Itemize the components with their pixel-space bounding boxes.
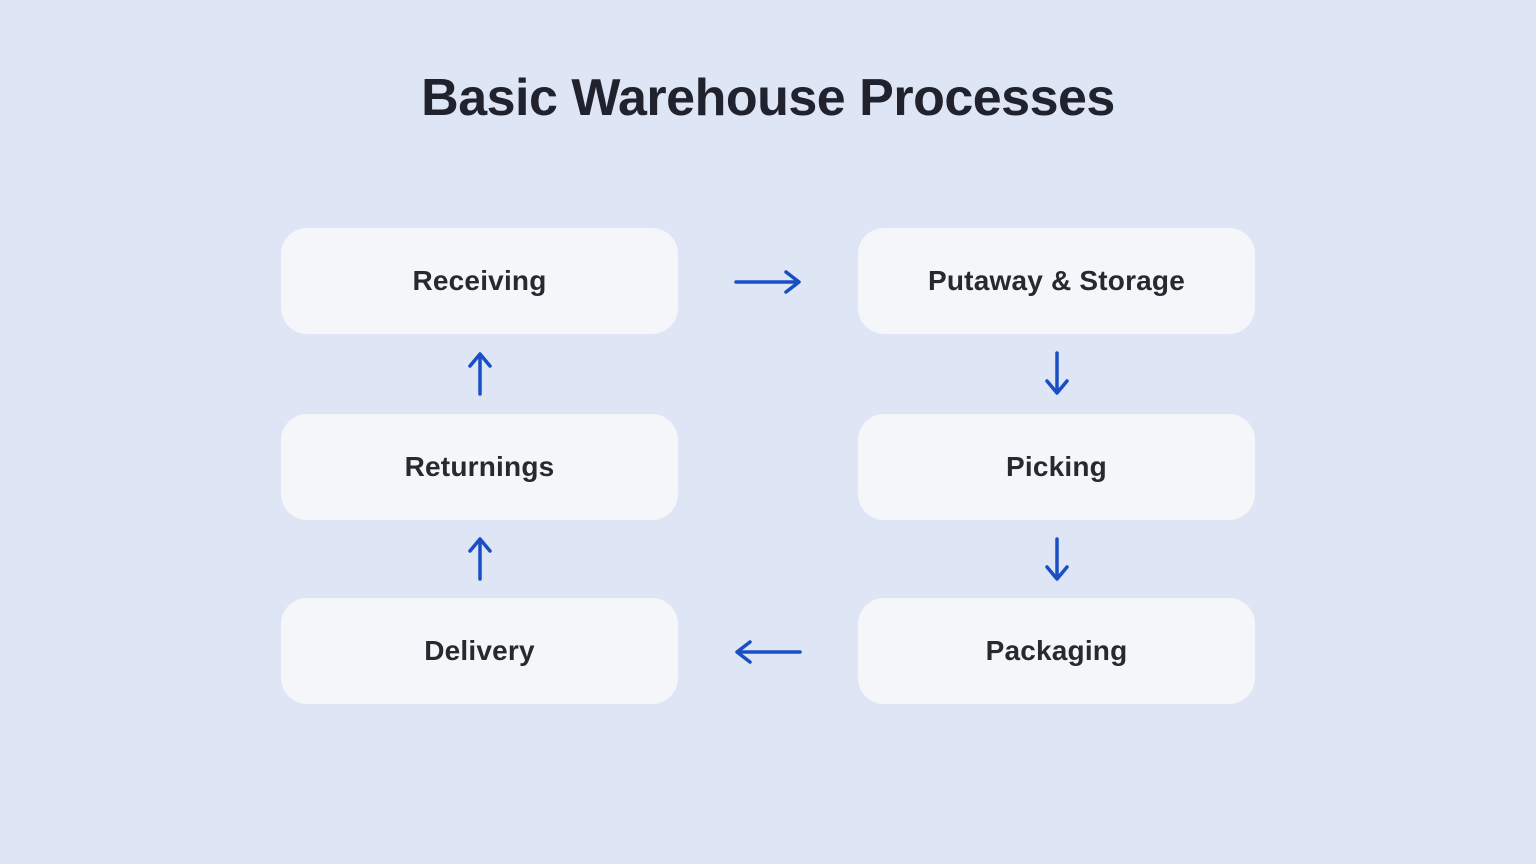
arrow-down-icon [1045,351,1069,395]
node-packaging: Packaging [858,598,1255,704]
node-delivery: Delivery [281,598,678,704]
arrow-up-icon [468,537,492,581]
node-receiving: Receiving [281,228,678,334]
node-receiving-label: Receiving [412,265,547,296]
node-putaway-storage: Putaway & Storage [858,228,1255,334]
node-picking-label: Picking [1006,451,1107,482]
page-title: Basic Warehouse Processes [421,69,1115,127]
node-packaging-label: Packaging [985,635,1128,666]
arrow-right-icon [734,270,801,294]
arrow-up-icon [468,352,492,396]
arrow-left-icon [735,640,802,664]
node-delivery-label: Delivery [424,635,535,666]
arrow-down-icon [1045,537,1069,581]
node-picking: Picking [858,414,1255,520]
node-returnings-label: Returnings [404,451,555,482]
node-returnings: Returnings [281,414,678,520]
node-putaway-storage-label: Putaway & Storage [927,265,1186,296]
